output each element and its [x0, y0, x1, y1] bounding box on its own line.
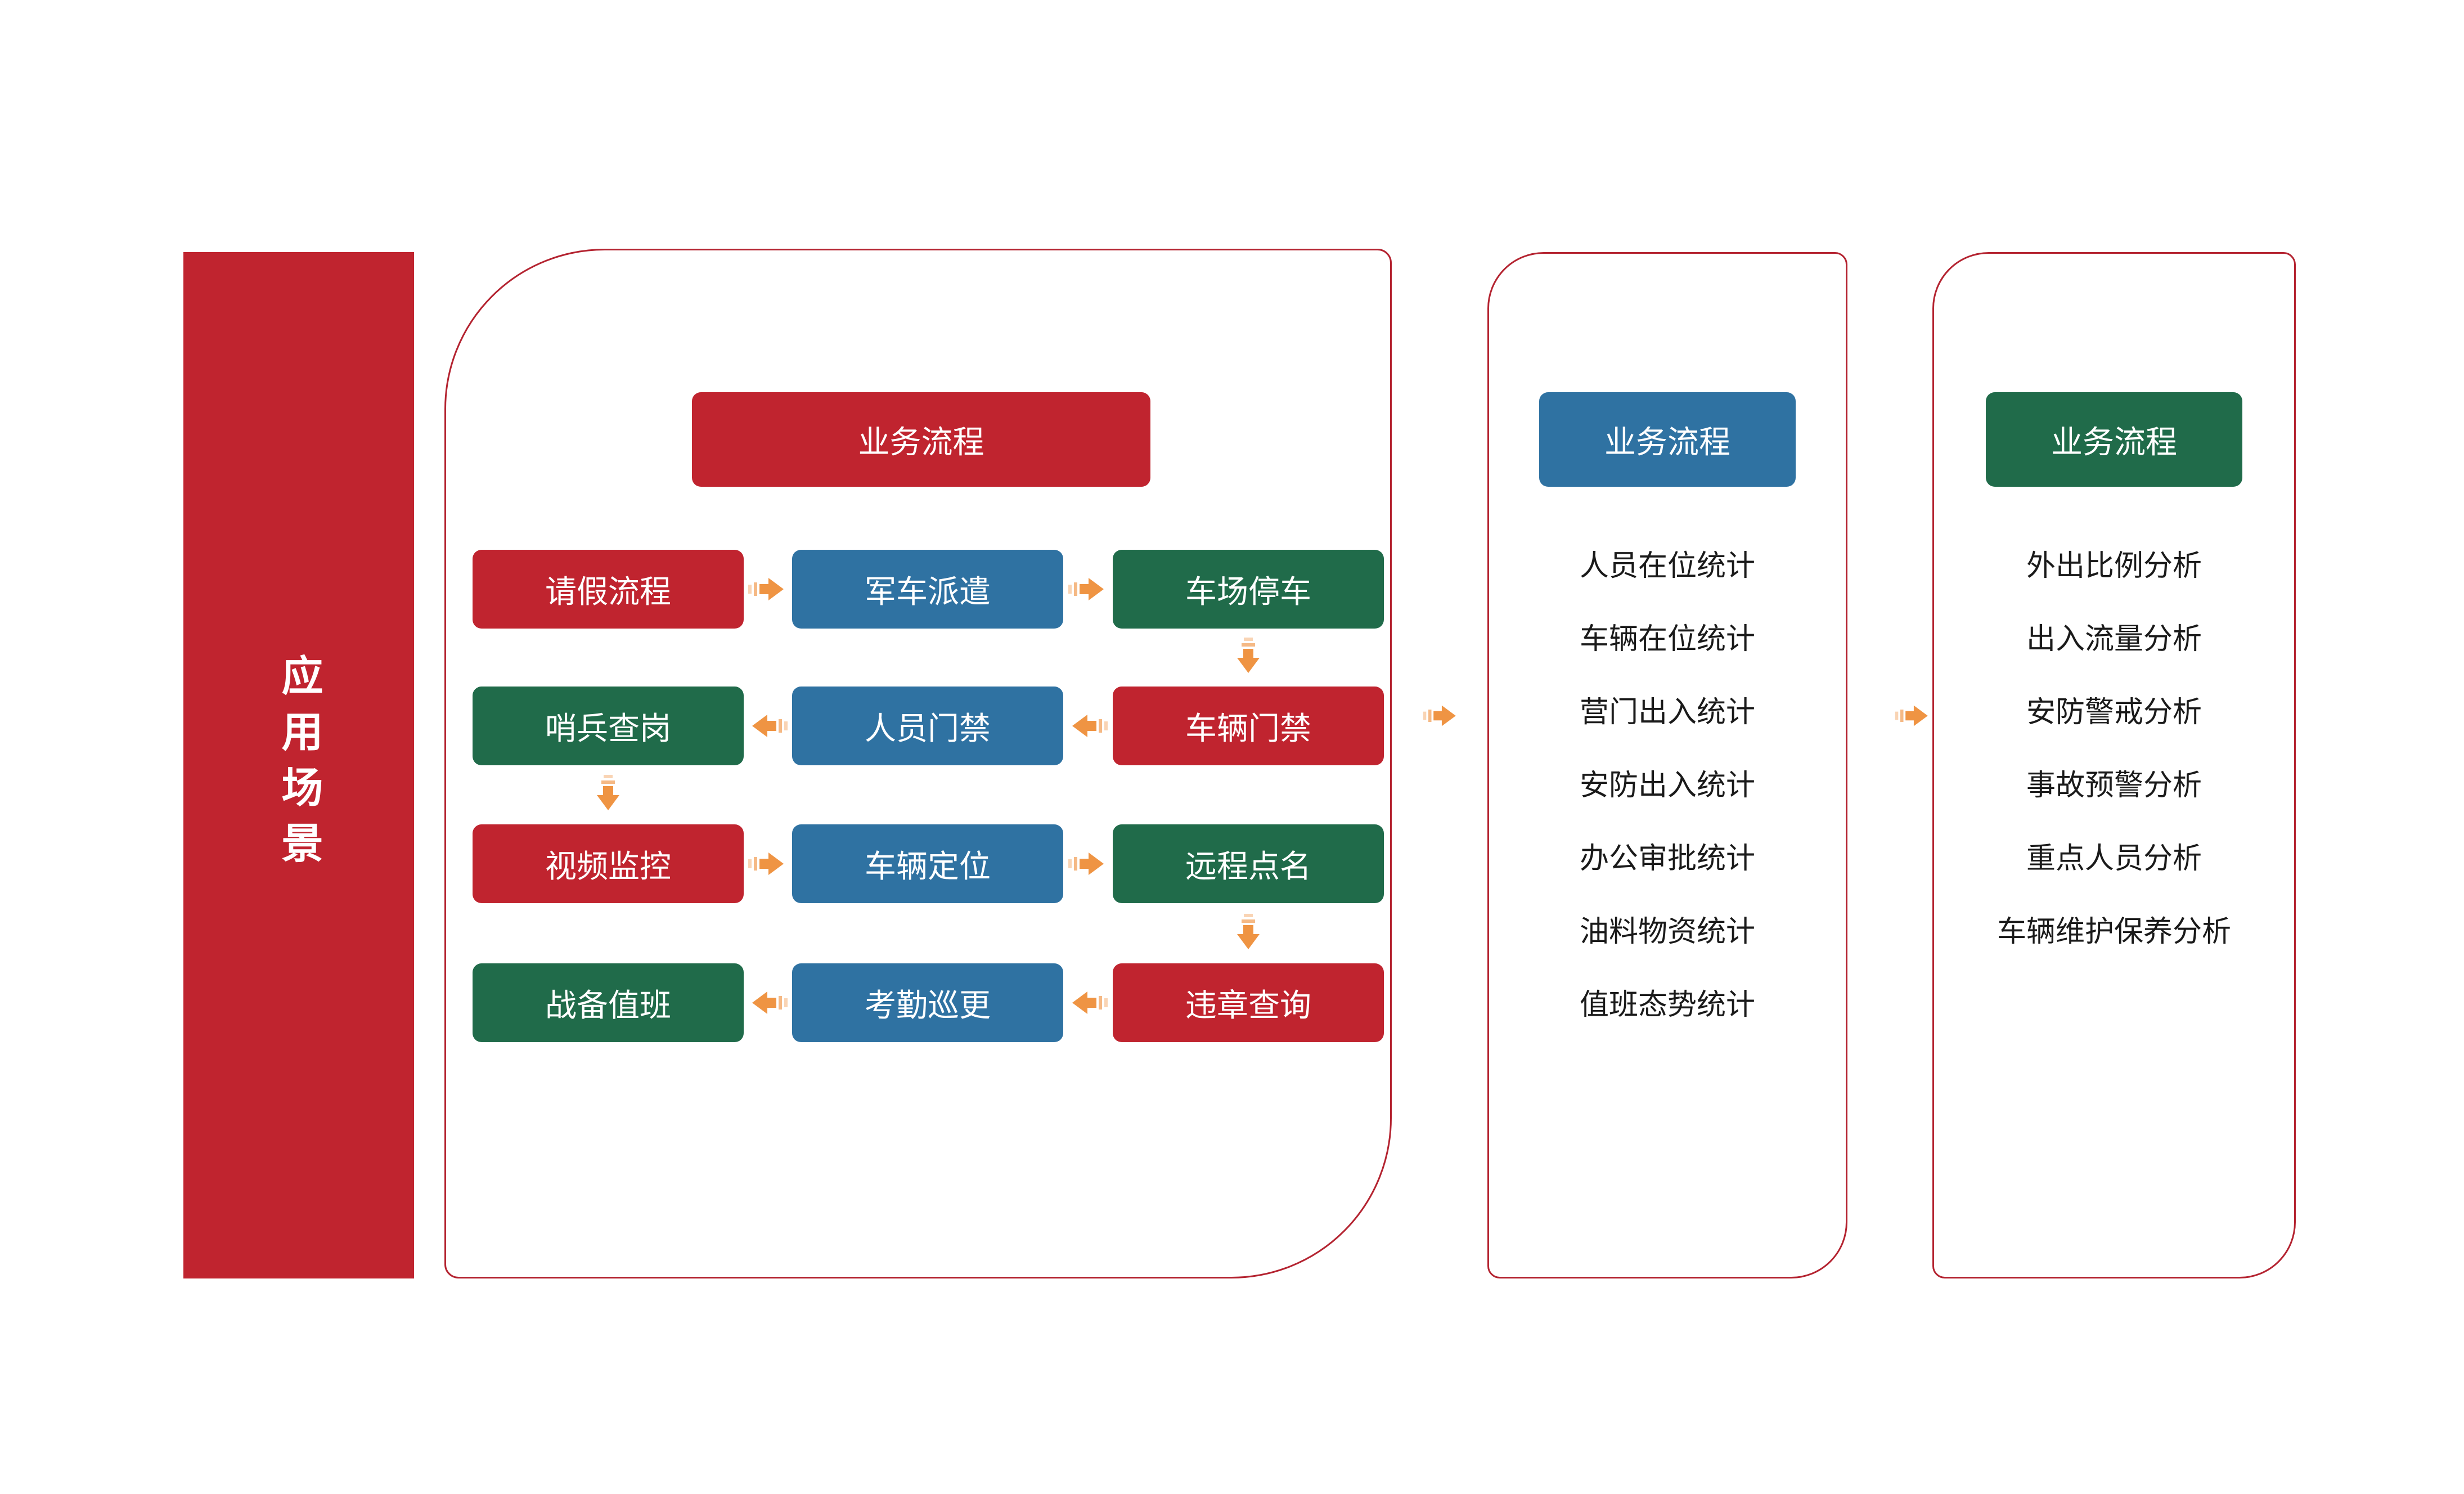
- box-violation-query: 违章查询: [1113, 963, 1384, 1042]
- box-vehicle-positioning: 车辆定位: [792, 824, 1063, 903]
- analysis-item: 重点人员分析: [2026, 842, 2202, 875]
- box-video-surveillance: 视频监控: [473, 824, 744, 903]
- arrow-down-icon: [1234, 914, 1262, 953]
- arrow-down-icon: [1234, 638, 1262, 677]
- box-parking-lot: 车场停车: [1113, 550, 1384, 629]
- box-leave-process: 请假流程: [473, 550, 744, 629]
- arrow-right-icon: [1068, 575, 1108, 603]
- box-label: 人员门禁: [865, 710, 991, 746]
- analysis-list: 外出比例分析 出入流量分析 安防警戒分析 事故预警分析 重点人员分析 车辆维护保…: [1932, 530, 2296, 968]
- box-combat-readiness-duty: 战备值班: [473, 963, 744, 1042]
- box-label: 远程点名: [1185, 848, 1311, 884]
- box-label: 违章查询: [1185, 987, 1311, 1023]
- box-remote-roll-call: 远程点名: [1113, 824, 1384, 903]
- arrow-left-icon: [1068, 712, 1108, 740]
- flow-connector-arrow-icon: [1421, 703, 1462, 729]
- stats-item: 车辆在位统计: [1579, 623, 1755, 656]
- sidebar-application-scenarios: 应用场景: [183, 252, 414, 1278]
- box-label: 视频监控: [545, 848, 671, 884]
- analysis-item: 出入流量分析: [2026, 623, 2202, 656]
- box-label: 战备值班: [545, 987, 671, 1023]
- arrow-right-icon: [748, 575, 788, 603]
- box-label: 军车派遣: [865, 573, 991, 609]
- box-sentry-inspection: 哨兵查岗: [473, 687, 744, 765]
- arrow-left-icon: [748, 989, 788, 1017]
- box-vehicle-access-control: 车辆门禁: [1113, 687, 1384, 765]
- arrow-right-icon: [748, 850, 788, 878]
- stats-item: 营门出入统计: [1579, 696, 1755, 729]
- analysis-item: 外出比例分析: [2026, 550, 2202, 582]
- arrow-down-icon: [594, 775, 622, 814]
- arrow-left-icon: [748, 712, 788, 740]
- box-label: 车辆定位: [865, 848, 991, 884]
- stats-panel-header: 业务流程: [1539, 392, 1796, 487]
- stats-item: 值班态势统计: [1579, 989, 1755, 1021]
- box-label: 考勤巡更: [865, 987, 991, 1023]
- stats-item: 办公审批统计: [1579, 842, 1755, 875]
- box-personnel-access-control: 人员门禁: [792, 687, 1063, 765]
- sidebar-title: 应用场景: [276, 653, 322, 877]
- flow-connector-arrow-icon: [1893, 703, 1934, 729]
- box-label: 请假流程: [545, 573, 671, 609]
- box-label: 车场停车: [1185, 573, 1311, 609]
- stats-list: 人员在位统计 车辆在位统计 营门出入统计 安防出入统计 办公审批统计 油料物资统…: [1487, 530, 1847, 1042]
- stats-item: 人员在位统计: [1579, 550, 1755, 582]
- stats-item: 油料物资统计: [1579, 916, 1755, 948]
- analysis-panel-header: 业务流程: [1986, 392, 2242, 487]
- analysis-item: 车辆维护保养分析: [1997, 916, 2231, 948]
- box-label: 车辆门禁: [1185, 710, 1311, 746]
- arrow-left-icon: [1068, 989, 1108, 1017]
- box-military-vehicle-dispatch: 军车派遣: [792, 550, 1063, 629]
- stats-item: 安防出入统计: [1579, 769, 1755, 802]
- analysis-item: 安防警戒分析: [2026, 696, 2202, 729]
- arrow-right-icon: [1068, 850, 1108, 878]
- flow-panel-header: 业务流程: [692, 392, 1150, 487]
- box-attendance-patrol: 考勤巡更: [792, 963, 1063, 1042]
- box-label: 哨兵查岗: [545, 710, 671, 746]
- analysis-item: 事故预警分析: [2026, 769, 2202, 802]
